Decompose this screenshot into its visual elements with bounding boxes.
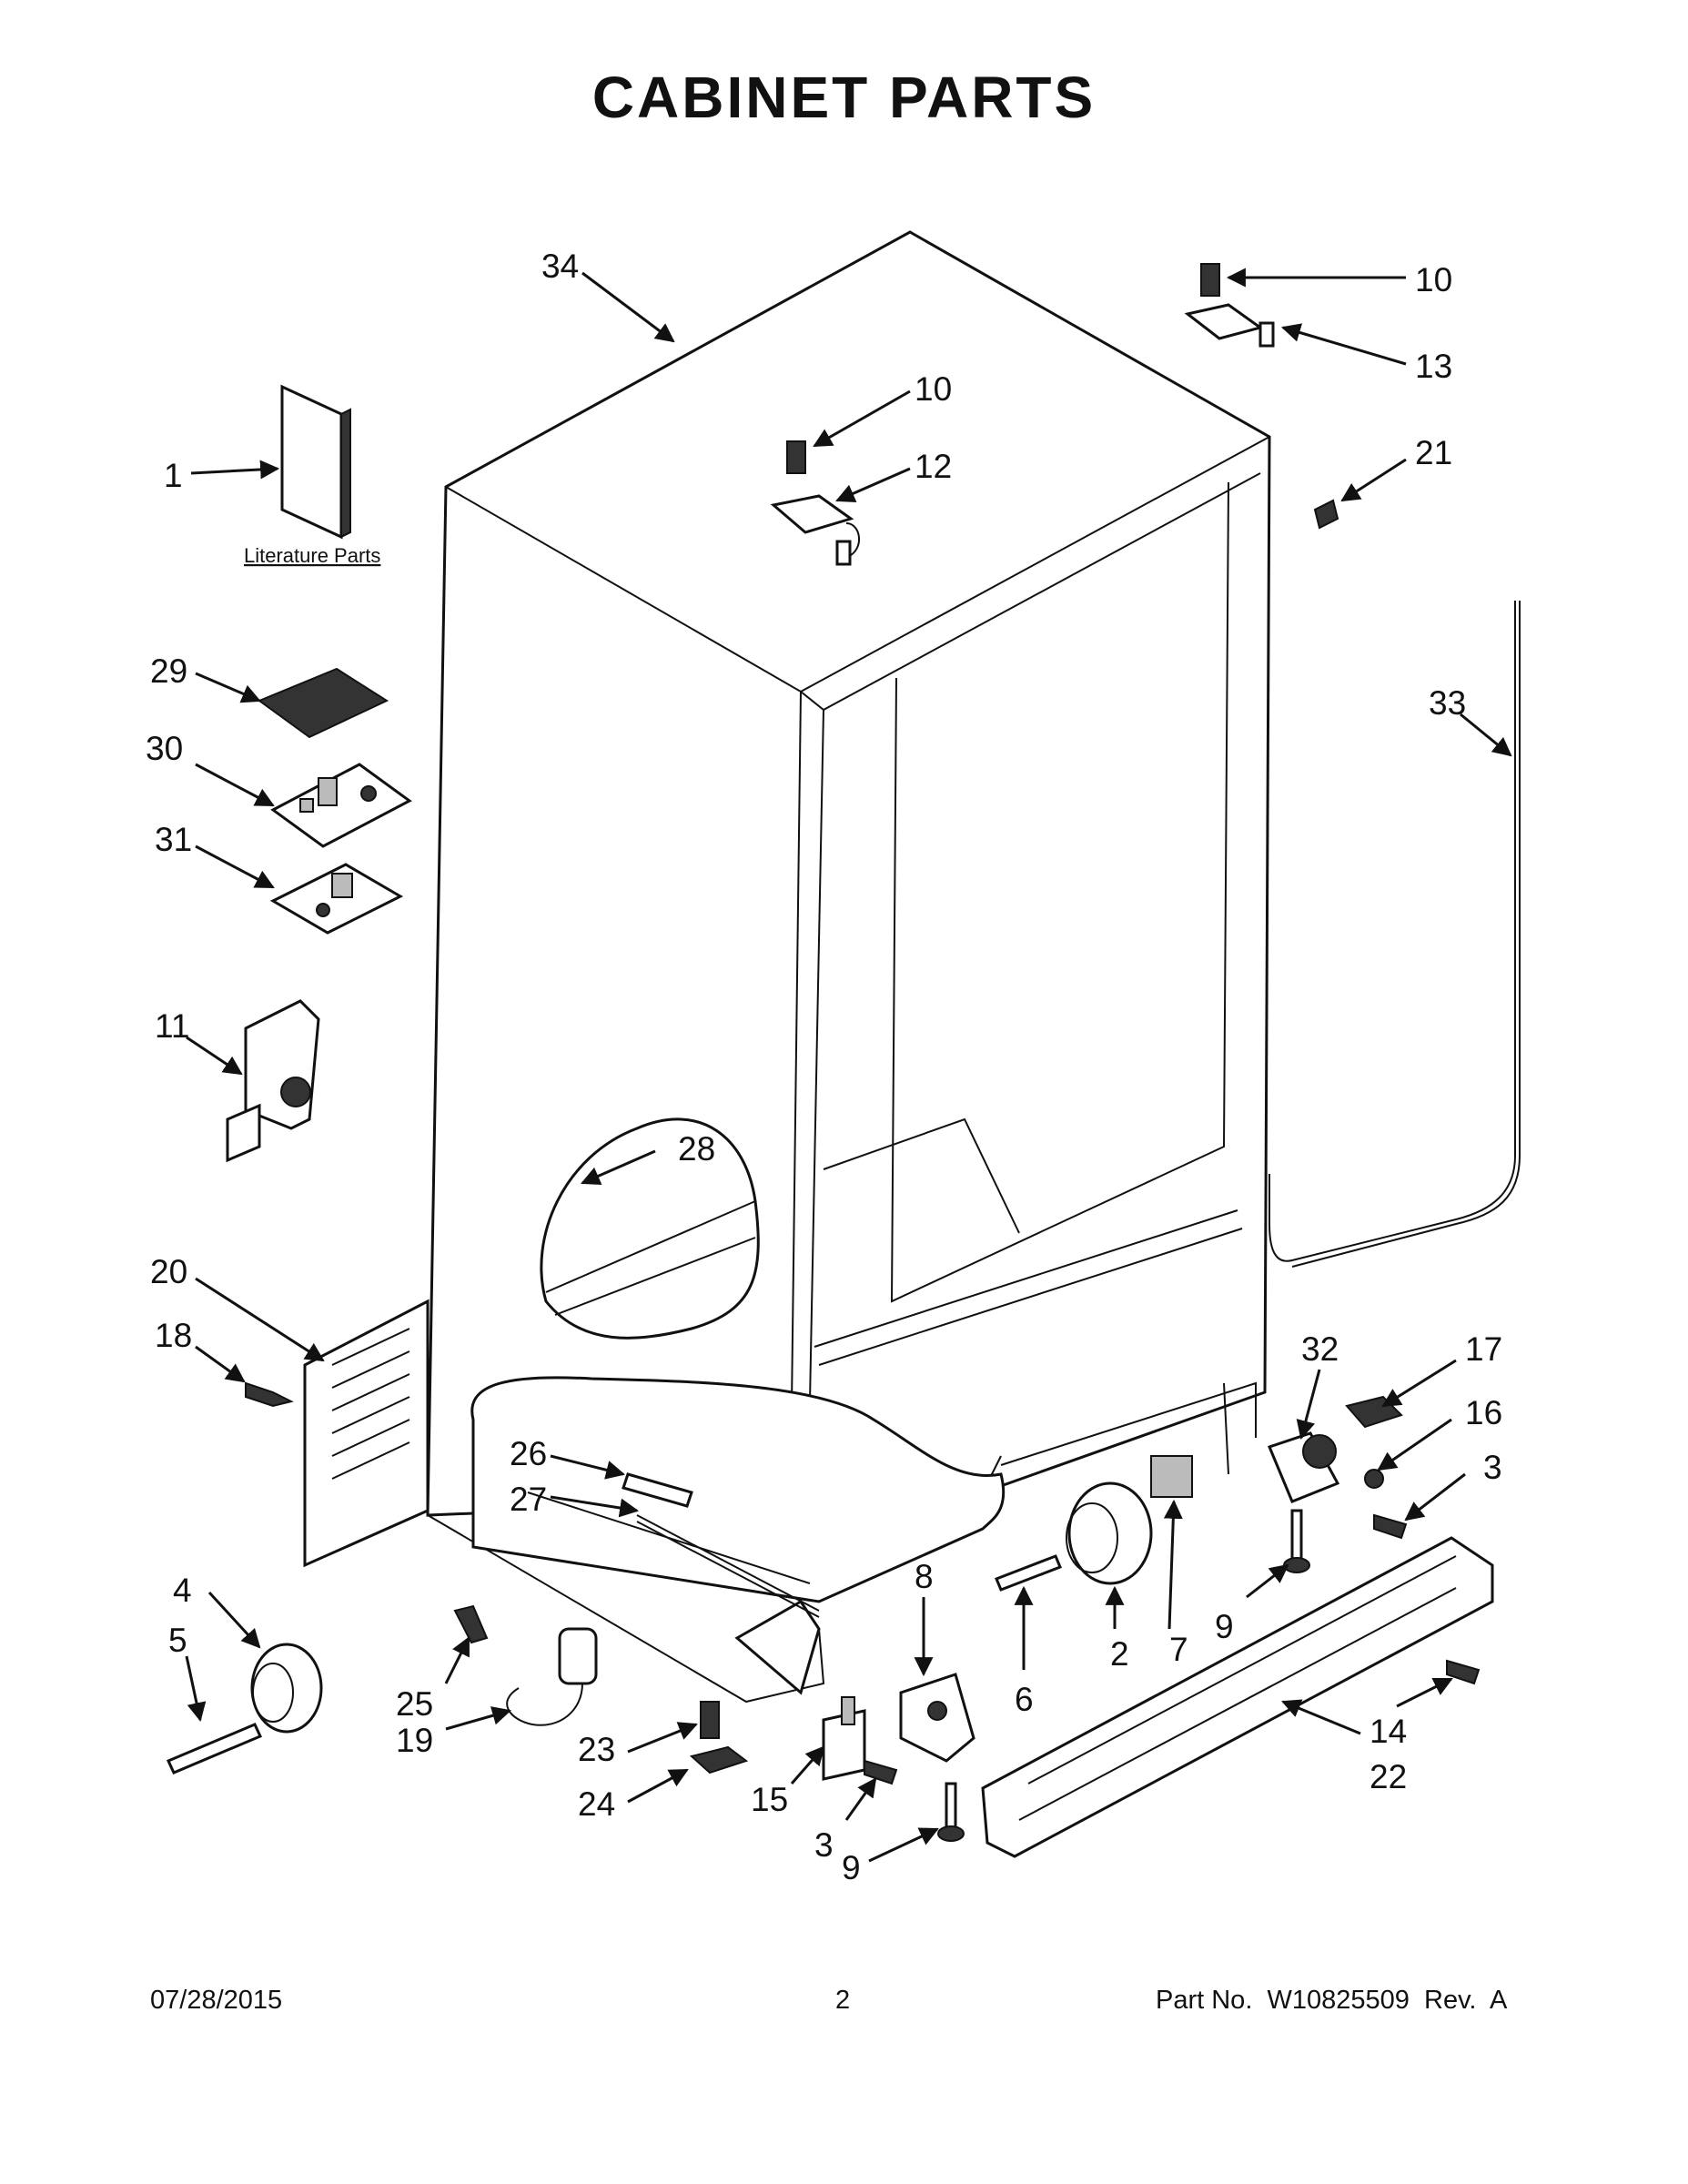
callout-12: 12 bbox=[915, 448, 952, 485]
footer-page-number: 2 bbox=[835, 1986, 851, 2015]
hinge-screw-top-left bbox=[786, 440, 806, 474]
hinge-pin-bracket bbox=[822, 1696, 866, 1781]
roller-clip bbox=[1150, 1455, 1193, 1498]
callout-15: 15 bbox=[751, 1781, 788, 1818]
callout-31: 31 bbox=[155, 821, 192, 858]
callout-25: 25 bbox=[396, 1685, 433, 1723]
callout-2: 2 bbox=[1110, 1635, 1129, 1673]
page-title: CABINET PARTS bbox=[591, 65, 1097, 130]
water-inlet-valve bbox=[226, 999, 320, 1163]
callout-7: 7 bbox=[1169, 1631, 1188, 1668]
callout-3-left: 3 bbox=[814, 1826, 834, 1864]
grille-mounting-screw bbox=[1446, 1659, 1481, 1685]
rear-roller bbox=[250, 1643, 323, 1734]
callout-11: 11 bbox=[155, 1007, 189, 1045]
drain-tube bbox=[506, 1627, 598, 1726]
callout-13: 13 bbox=[1415, 348, 1452, 385]
callout-9-right: 9 bbox=[1215, 1608, 1234, 1645]
callout-33: 33 bbox=[1429, 684, 1466, 722]
top-hinge-left bbox=[770, 494, 860, 566]
leveling-leg-right bbox=[1283, 1509, 1310, 1573]
water-tube-fitting bbox=[622, 1472, 693, 1508]
callout-10-right: 10 bbox=[1415, 261, 1452, 298]
callout-30: 30 bbox=[146, 730, 183, 767]
callout-32: 32 bbox=[1301, 1330, 1339, 1368]
callout-3-right: 3 bbox=[1483, 1449, 1502, 1486]
callout-26: 26 bbox=[510, 1435, 547, 1472]
callout-21: 21 bbox=[1415, 434, 1452, 471]
leveling-leg-left bbox=[937, 1782, 965, 1842]
callout-16: 16 bbox=[1465, 1394, 1502, 1431]
callout-5: 5 bbox=[168, 1622, 187, 1659]
callout-20: 20 bbox=[150, 1253, 187, 1290]
hinge-pin-right bbox=[1364, 1469, 1384, 1489]
roller-axle bbox=[166, 1723, 263, 1774]
callout-17: 17 bbox=[1465, 1330, 1502, 1368]
power-control-board bbox=[270, 763, 412, 848]
front-leveling-bracket bbox=[899, 1673, 975, 1763]
footer-part-number: Part No. W10825509 Rev. A bbox=[1156, 1986, 1508, 2015]
drain-screw bbox=[453, 1604, 489, 1644]
toe-grille bbox=[981, 1536, 1494, 1858]
leveling-nut bbox=[689, 1745, 749, 1774]
callout-27: 27 bbox=[510, 1481, 547, 1518]
grille-screw bbox=[245, 1381, 294, 1408]
dispenser-control-board bbox=[269, 863, 404, 935]
hinge-screw-left bbox=[864, 1759, 898, 1785]
control-board-cover bbox=[257, 667, 389, 739]
callout-28: 28 bbox=[678, 1130, 715, 1168]
water-rod bbox=[636, 1514, 820, 1618]
hinge-screw-top-right bbox=[1200, 263, 1220, 297]
hinge-washer bbox=[1345, 1395, 1403, 1429]
hinge-cover bbox=[1313, 499, 1339, 530]
callout-23: 23 bbox=[578, 1731, 615, 1768]
condenser-grille bbox=[303, 1299, 430, 1568]
leveling-screw bbox=[700, 1701, 720, 1739]
callout-8: 8 bbox=[915, 1558, 934, 1595]
cabinet-shell bbox=[426, 230, 1271, 1704]
callout-9-left: 9 bbox=[842, 1849, 861, 1886]
callout-19: 19 bbox=[396, 1722, 433, 1759]
literature-booklet bbox=[280, 384, 351, 540]
footer-date: 07/28/2015 bbox=[150, 1986, 283, 2015]
literature-parts-caption: Literature Parts bbox=[244, 544, 380, 567]
callout-4: 4 bbox=[173, 1572, 192, 1609]
callout-24: 24 bbox=[578, 1785, 615, 1823]
callout-29: 29 bbox=[150, 652, 187, 690]
front-roller-axle bbox=[995, 1554, 1062, 1592]
callout-14: 14 bbox=[1370, 1713, 1407, 1750]
callout-1: 1 bbox=[164, 457, 183, 494]
callout-10-left: 10 bbox=[915, 370, 952, 408]
callout-34: 34 bbox=[541, 248, 579, 285]
top-hinge-right bbox=[1184, 303, 1275, 348]
door-stop-bracket bbox=[1267, 1431, 1340, 1503]
callout-6: 6 bbox=[1015, 1681, 1034, 1718]
callout-22: 22 bbox=[1370, 1758, 1407, 1795]
callout-18: 18 bbox=[155, 1317, 192, 1354]
hinge-screw-right bbox=[1373, 1513, 1408, 1540]
power-cord-tube bbox=[1269, 601, 1521, 1268]
leader-lines bbox=[185, 268, 1512, 1863]
front-roller bbox=[1066, 1481, 1153, 1585]
callout-labels: 34 1 Literature Parts 10 12 10 13 21 33 … bbox=[146, 248, 1502, 1886]
